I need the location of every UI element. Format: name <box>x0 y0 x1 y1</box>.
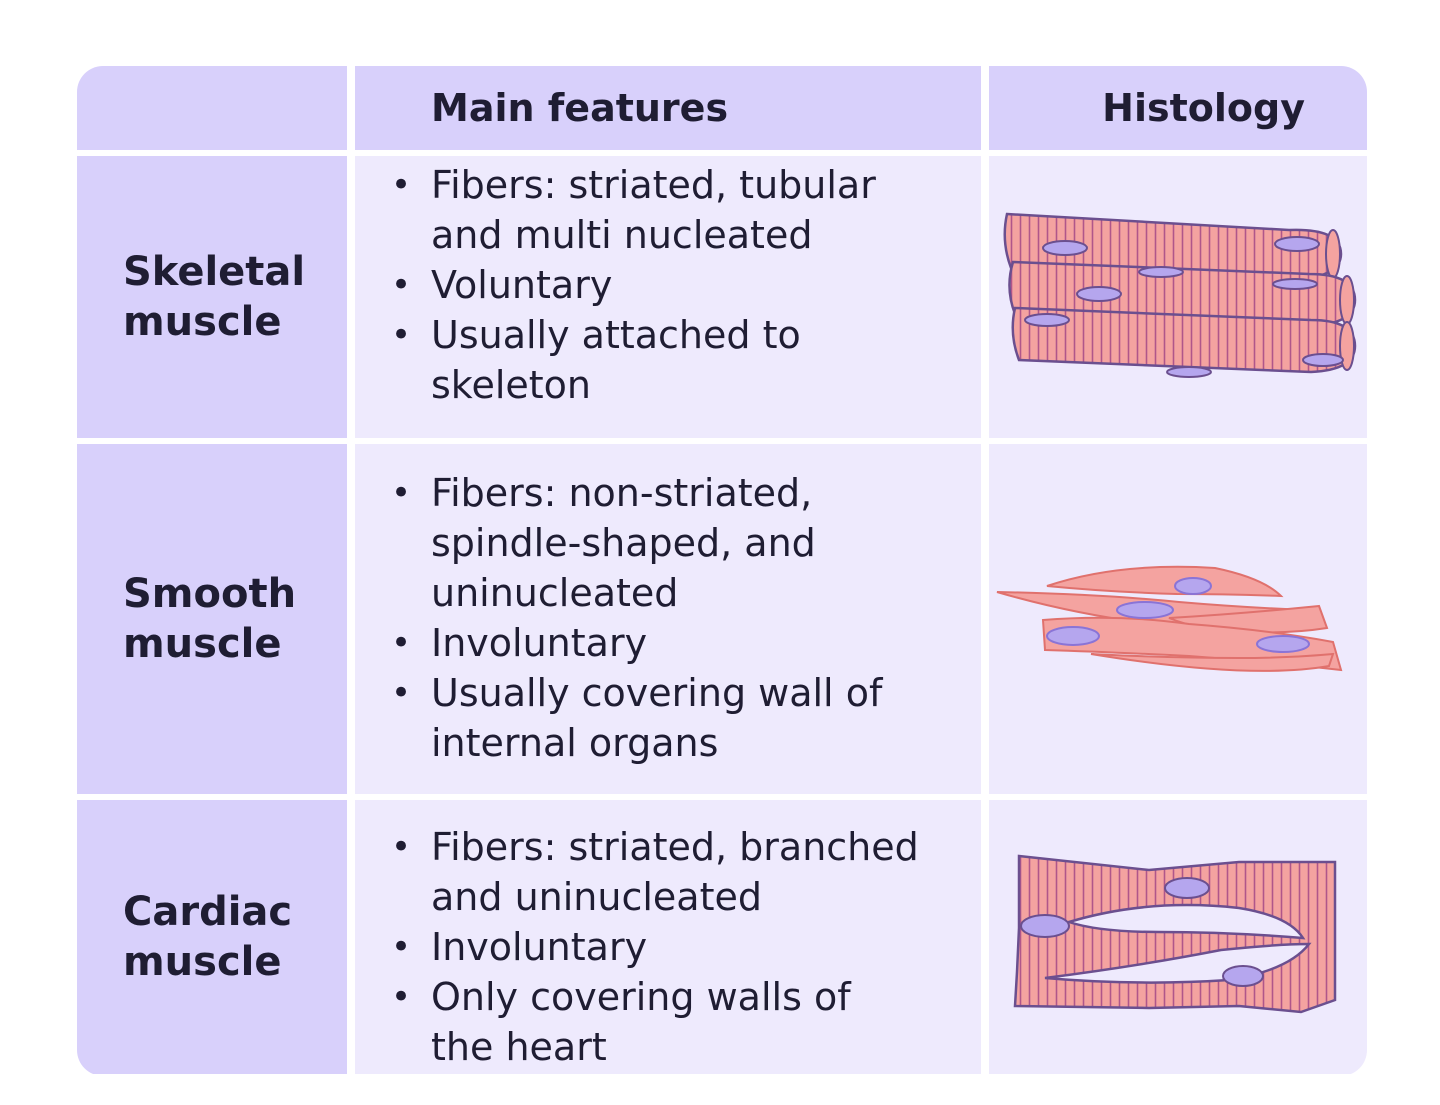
smooth-muscle-histology <box>989 444 1367 794</box>
skeletal-muscle-feature-list: Fibers: striated, tubular and multi nucl… <box>389 160 981 410</box>
row-header-cardiac-muscle-label: Cardiac muscle <box>123 889 293 985</box>
smooth-muscle-fibers-illustration <box>996 565 1343 672</box>
column-header-main-features: Main features <box>355 66 981 150</box>
list-item: Only covering walls of the heart <box>389 972 911 1072</box>
list-item: Involuntary <box>389 922 981 972</box>
muscle-types-table: Main features Histology Skeletal muscle … <box>77 66 1367 1076</box>
cardiac-muscle-features: Fibers: striated, branched and uninuclea… <box>355 800 981 1074</box>
list-item: Usually attached to skeleton <box>389 310 891 410</box>
list-item: Involuntary <box>389 618 981 668</box>
list-item: Fibers: non-striated, spindle-shaped, an… <box>389 468 901 618</box>
row-header-smooth-muscle-label: Smooth muscle <box>123 571 297 667</box>
list-item: Usually covering wall of internal organs <box>389 668 951 768</box>
cardiac-muscle-fibers-illustration <box>1013 854 1337 1014</box>
skeletal-fiber-top <box>1003 212 1343 282</box>
row-header-cardiac-muscle: Cardiac muscle <box>77 800 347 1074</box>
row-header-skeletal-muscle-label: Skeletal muscle <box>123 249 306 345</box>
list-item: Fibers: striated, branched and uninuclea… <box>389 822 991 922</box>
cardiac-muscle-histology <box>989 800 1367 1074</box>
smooth-nuclei <box>1046 577 1310 653</box>
smooth-fibers <box>996 565 1343 672</box>
cardiac-muscle-feature-list: Fibers: striated, branched and uninuclea… <box>389 822 981 1072</box>
row-header-skeletal-muscle: Skeletal muscle <box>77 156 347 438</box>
list-item: Voluntary <box>389 260 981 310</box>
cardiac-fiber-network <box>1013 854 1337 1014</box>
table-corner <box>77 66 347 150</box>
column-header-main-features-label: Main features <box>431 86 729 130</box>
skeletal-muscle-histology <box>989 156 1367 438</box>
cardiac-nuclei <box>1020 877 1264 987</box>
skeletal-muscle-features: Fibers: striated, tubular and multi nucl… <box>355 156 981 438</box>
list-item: Fibers: striated, tubular and multi nucl… <box>389 160 951 260</box>
skeletal-nuclei <box>1024 236 1344 378</box>
smooth-muscle-feature-list: Fibers: non-striated, spindle-shaped, an… <box>389 468 981 768</box>
skeletal-muscle-fibers-illustration <box>1003 212 1357 378</box>
column-header-histology: Histology <box>989 66 1367 150</box>
column-header-histology-label: Histology <box>1102 86 1305 130</box>
row-header-smooth-muscle: Smooth muscle <box>77 444 347 794</box>
smooth-muscle-features: Fibers: non-striated, spindle-shaped, an… <box>355 444 981 794</box>
skeletal-fiber-bottom <box>1011 306 1357 374</box>
